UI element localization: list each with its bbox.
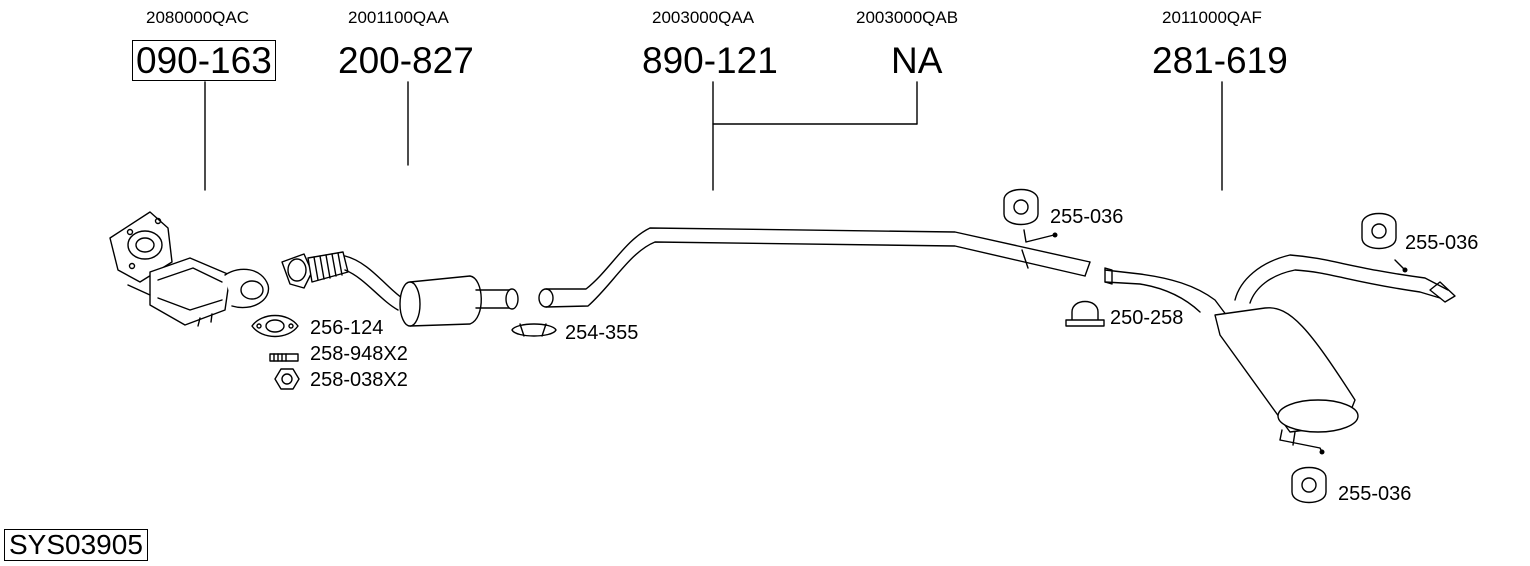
flex-pipe	[281, 251, 406, 311]
hanger-pin	[1319, 449, 1325, 455]
accessory-label: 258-948X2	[310, 343, 408, 365]
nut-icon	[274, 368, 300, 390]
accessory-label: 255-036	[1405, 232, 1479, 254]
accessory-label: 256-124	[310, 317, 384, 339]
rubber-hanger-icon	[1003, 188, 1055, 243]
oe-number: 2011000QAF	[1162, 8, 1262, 27]
clamp-icon	[511, 323, 557, 337]
part-number: 200-827	[338, 40, 474, 81]
accessory-label: 254-355	[565, 322, 639, 344]
u-clamp-icon	[1065, 300, 1105, 327]
oe-number: 2080000QAC	[146, 8, 250, 27]
accessory-label: 250-258	[1110, 307, 1184, 329]
rear-muffler	[1104, 254, 1456, 446]
front-muffler	[399, 275, 519, 327]
part-number: NA	[891, 40, 943, 81]
oe-number: 2001100QAA	[348, 8, 449, 27]
center-pipe	[538, 227, 1091, 308]
oe-number: 2003000QAA	[652, 8, 755, 27]
bolt-icon	[269, 353, 299, 362]
part-number: 281-619	[1152, 40, 1288, 81]
rubber-hanger-icon	[1279, 439, 1327, 504]
oe-number: 2003000QAB	[856, 8, 959, 27]
part-number: 890-121	[642, 40, 778, 81]
part-number: 090-163	[132, 40, 276, 81]
system-code: SYS03905	[4, 529, 148, 561]
gasket-icon	[251, 314, 299, 338]
rubber-hanger-icon	[1361, 212, 1406, 271]
accessory-label: 258-038X2	[310, 369, 408, 391]
accessory-label: 255-036	[1338, 483, 1412, 505]
accessory-label: 255-036	[1050, 206, 1124, 228]
hanger-pin	[1402, 267, 1408, 273]
hanger-pin	[1052, 232, 1058, 238]
catalytic-converter	[109, 211, 270, 327]
